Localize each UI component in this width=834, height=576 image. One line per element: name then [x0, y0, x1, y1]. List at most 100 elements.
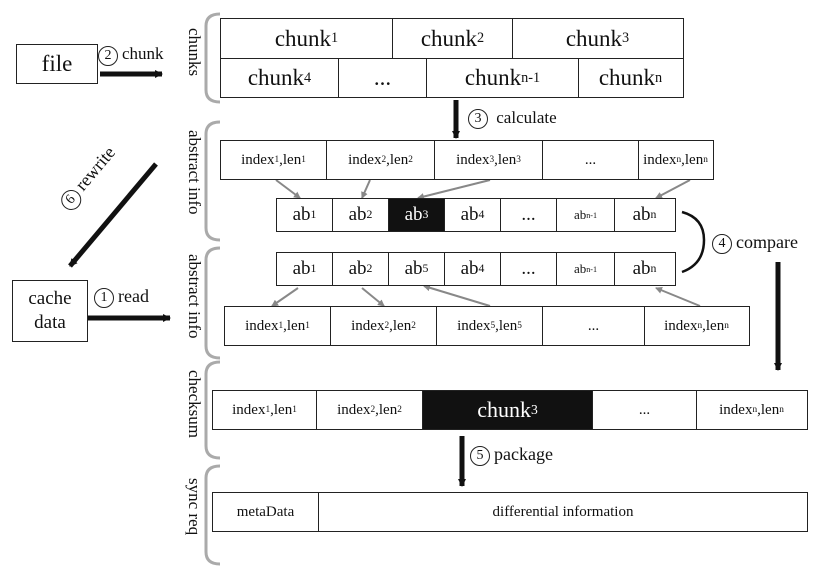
cell-text: ab: [573, 207, 587, 222]
cell-text: chunk: [274, 25, 332, 51]
cell-subscript: 1: [278, 321, 284, 331]
map-arrow: [361, 287, 385, 307]
cell-subscript: 4: [478, 208, 485, 221]
cell-text: ...: [373, 65, 392, 90]
step-number: 3: [468, 109, 488, 130]
cell-text: ab: [292, 204, 311, 225]
cell-subscript: n-1: [586, 210, 597, 220]
chunk-cell: ...: [339, 59, 427, 97]
cell-subscript: 3: [489, 155, 495, 165]
cell-text: ab: [404, 258, 423, 279]
cell-subscript: n-1: [586, 264, 597, 274]
step-text: read: [118, 286, 149, 306]
cell-subscript: 2: [366, 208, 373, 221]
abstract-info-cell: ...: [543, 141, 639, 179]
side-label-abstract-info-2: abstract info: [185, 254, 204, 339]
cell-subscript: 1: [310, 262, 317, 275]
bracket-chunks: [204, 12, 221, 104]
cell-text: ,len: [681, 151, 704, 168]
cell-subscript: 3: [422, 208, 429, 221]
cache-data-box: cache data: [12, 280, 88, 342]
file-label: file: [41, 51, 73, 76]
cell-subscript: 5: [517, 321, 522, 331]
cell-text: index: [241, 151, 275, 168]
compare-brace: [681, 210, 706, 274]
cell-subscript: 5: [422, 262, 429, 275]
cell-text: chunk: [598, 65, 656, 90]
cell-subscript: n: [655, 69, 663, 86]
step-text: compare: [736, 232, 798, 252]
cell-subscript: 3: [516, 155, 521, 165]
cell-text: index: [348, 151, 382, 168]
cell-text: ,len: [283, 317, 306, 334]
step-number: 5: [470, 445, 490, 466]
cell-subscript: 4: [304, 69, 312, 86]
cell-text: index: [232, 401, 266, 418]
side-label-sync-req: sync req: [185, 478, 204, 536]
cache-label-line2: data: [34, 312, 66, 333]
side-label-chunks: chunks: [185, 28, 204, 77]
checksum-cell: ...: [593, 391, 697, 429]
cell-text: ab: [632, 204, 651, 225]
side-label-checksum: checksum: [185, 370, 204, 438]
cell-text: chunk: [247, 65, 305, 90]
step-rewrite: 6rewrite: [56, 142, 121, 214]
cell-text: index: [643, 151, 677, 168]
cell-subscript: 2: [477, 30, 485, 46]
cell-subscript: 4: [478, 262, 485, 275]
cell-subscript: 1: [265, 405, 271, 415]
cell-text: ,len: [702, 317, 725, 334]
bracket-abstract-2: [204, 246, 221, 360]
cell-text: ...: [584, 151, 597, 168]
sync-metadata-cell: metaData: [213, 493, 319, 531]
cell-subscript: 1: [274, 155, 280, 165]
cell-text: ,len: [494, 151, 517, 168]
cell-subscript: 2: [411, 321, 416, 331]
sync-request-table: metaData differential information: [212, 492, 808, 532]
map-arrow: [655, 179, 691, 199]
cell-subscript: n: [697, 321, 703, 331]
cell-text: chunk: [464, 65, 522, 90]
cell-text: ab: [632, 258, 651, 279]
cell-text: ,len: [389, 317, 412, 334]
cell-subscript: n: [752, 405, 758, 415]
cell-subscript: n-1: [521, 69, 541, 86]
cell-text: ...: [521, 258, 536, 279]
cell-subscript: 1: [305, 321, 310, 331]
side-label-abstract-info-1: abstract info: [185, 130, 204, 215]
map-arrow: [271, 287, 299, 307]
cell-text: index: [719, 401, 753, 418]
cell-text: ...: [638, 401, 651, 418]
cell-text: ab: [404, 204, 423, 225]
cell-text: ,len: [386, 151, 409, 168]
cell-text: index: [337, 401, 371, 418]
